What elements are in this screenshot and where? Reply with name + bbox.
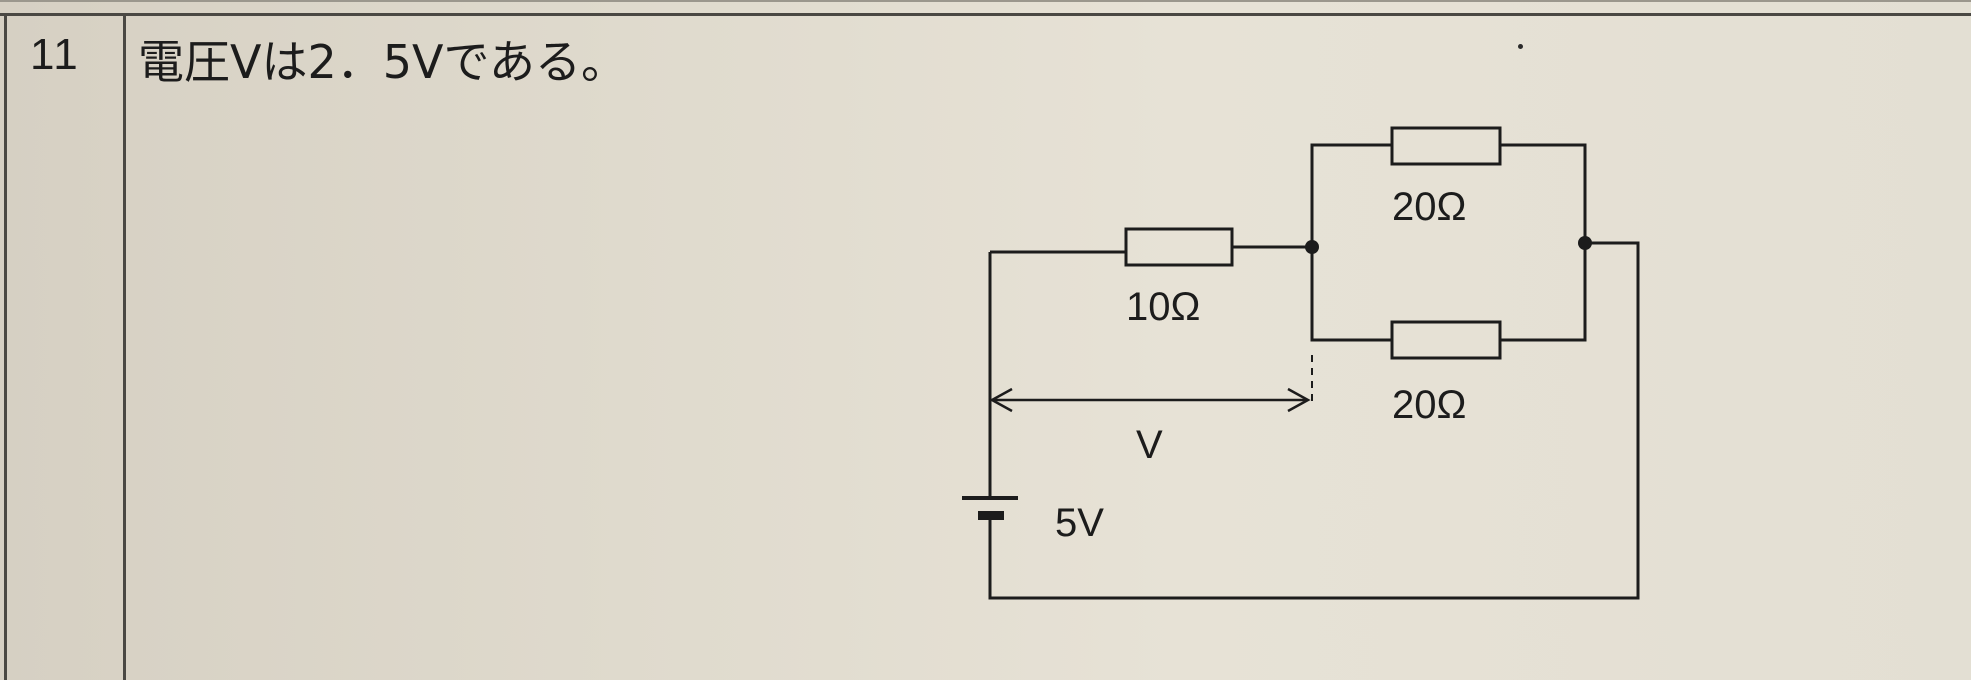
label-20-ohm-top: 20Ω: [1392, 185, 1466, 229]
top-border: [0, 0, 1971, 2]
voltage-arrow-right-head: [1287, 387, 1311, 413]
junction-node-left: [1305, 240, 1319, 254]
battery-positive-plate: [962, 496, 1018, 500]
paper-speck: [1518, 44, 1523, 49]
wire-parallel-top-right: [1500, 143, 1587, 243]
resistor-20-ohm-bottom: [1390, 320, 1502, 360]
label-voltage-v: V: [1136, 423, 1163, 467]
wire-return: [988, 241, 1640, 600]
battery-negative-plate: [978, 511, 1004, 520]
number-column-divider: [123, 13, 126, 680]
voltage-arrow-left-head: [989, 387, 1013, 413]
wire-parallel-bottom-right: [1500, 243, 1587, 342]
question-number: 11: [30, 30, 80, 79]
label-battery-5v: 5V: [1055, 501, 1104, 545]
wire-parallel-top-left: [1310, 143, 1392, 247]
junction-node-right: [1578, 236, 1592, 250]
question-statement: 電圧Vは2．5Vである。: [138, 35, 628, 89]
resistor-20-ohm-top: [1390, 126, 1502, 166]
label-20-ohm-bottom: 20Ω: [1392, 383, 1466, 427]
resistor-10-ohm: [1124, 227, 1234, 267]
table-left-border: [4, 13, 7, 680]
row-border: [0, 13, 1971, 16]
label-10-ohm: 10Ω: [1126, 285, 1200, 329]
wire-parallel-bottom-left: [1310, 247, 1392, 342]
